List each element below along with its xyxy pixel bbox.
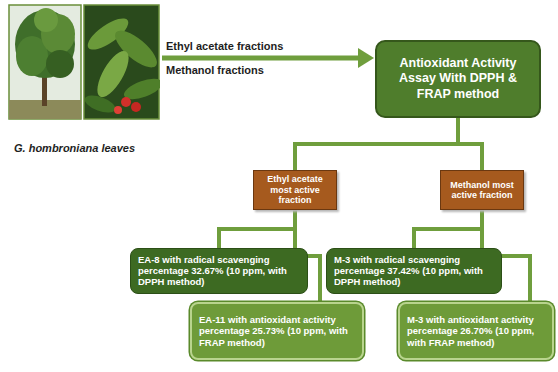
- box-text: EA-11 with antioxidant activity percenta…: [199, 314, 355, 348]
- result-box: M-3 with antioxidant activity percentage…: [398, 302, 554, 360]
- result-box: M-3 with radical scavenging percentage 3…: [326, 248, 502, 294]
- box-text: M-3 with antioxidant activity percentage…: [407, 314, 545, 348]
- tree-photo: [9, 5, 81, 119]
- leaf-photo: [8, 4, 160, 120]
- photo-shape: [131, 102, 141, 112]
- connector: [458, 118, 482, 170]
- arrow-head: [358, 48, 374, 68]
- connector: [219, 210, 295, 248]
- connector: [414, 210, 482, 248]
- connector-line: [219, 210, 295, 248]
- photo-caption: G. hombroniana leaves: [8, 120, 160, 154]
- connector: [295, 118, 458, 170]
- connector-line: [458, 118, 482, 170]
- photo-shape: [114, 106, 122, 114]
- fraction-box: Ethyl acetate most active fraction: [253, 170, 337, 210]
- box-text: Ethyl acetate most active fraction: [258, 174, 332, 205]
- flow-label: Ethyl acetate fractions: [166, 40, 283, 52]
- fraction-box: Methanol most active fraction: [440, 170, 524, 210]
- result-box: EA-8 with radical scavenging percentage …: [130, 248, 308, 294]
- assay-box: Antioxidant Activity Assay With DPPH & F…: [375, 40, 541, 118]
- photo-shape: [121, 97, 131, 107]
- leaf-closeup-photo: [83, 5, 160, 119]
- photo-shape: [9, 5, 81, 119]
- box-text: M-3 with radical scavenging percentage 3…: [334, 254, 494, 288]
- result-box: EA-11 with antioxidant activity percenta…: [190, 302, 364, 360]
- flow-label: Methanol fractions: [166, 64, 264, 76]
- box-text: Antioxidant Activity Assay With DPPH & F…: [385, 56, 531, 103]
- photo-shape: [46, 50, 74, 78]
- connector-line: [414, 210, 482, 248]
- photo-node: G. hombroniana leaves: [8, 4, 160, 154]
- connector-line: [162, 56, 360, 61]
- photo-shape: [83, 92, 118, 116]
- box-text: EA-8 with radical scavenging percentage …: [138, 254, 300, 288]
- connector-line: [295, 118, 458, 170]
- box-text: Methanol most active fraction: [445, 180, 519, 201]
- photo-shape: [34, 8, 58, 32]
